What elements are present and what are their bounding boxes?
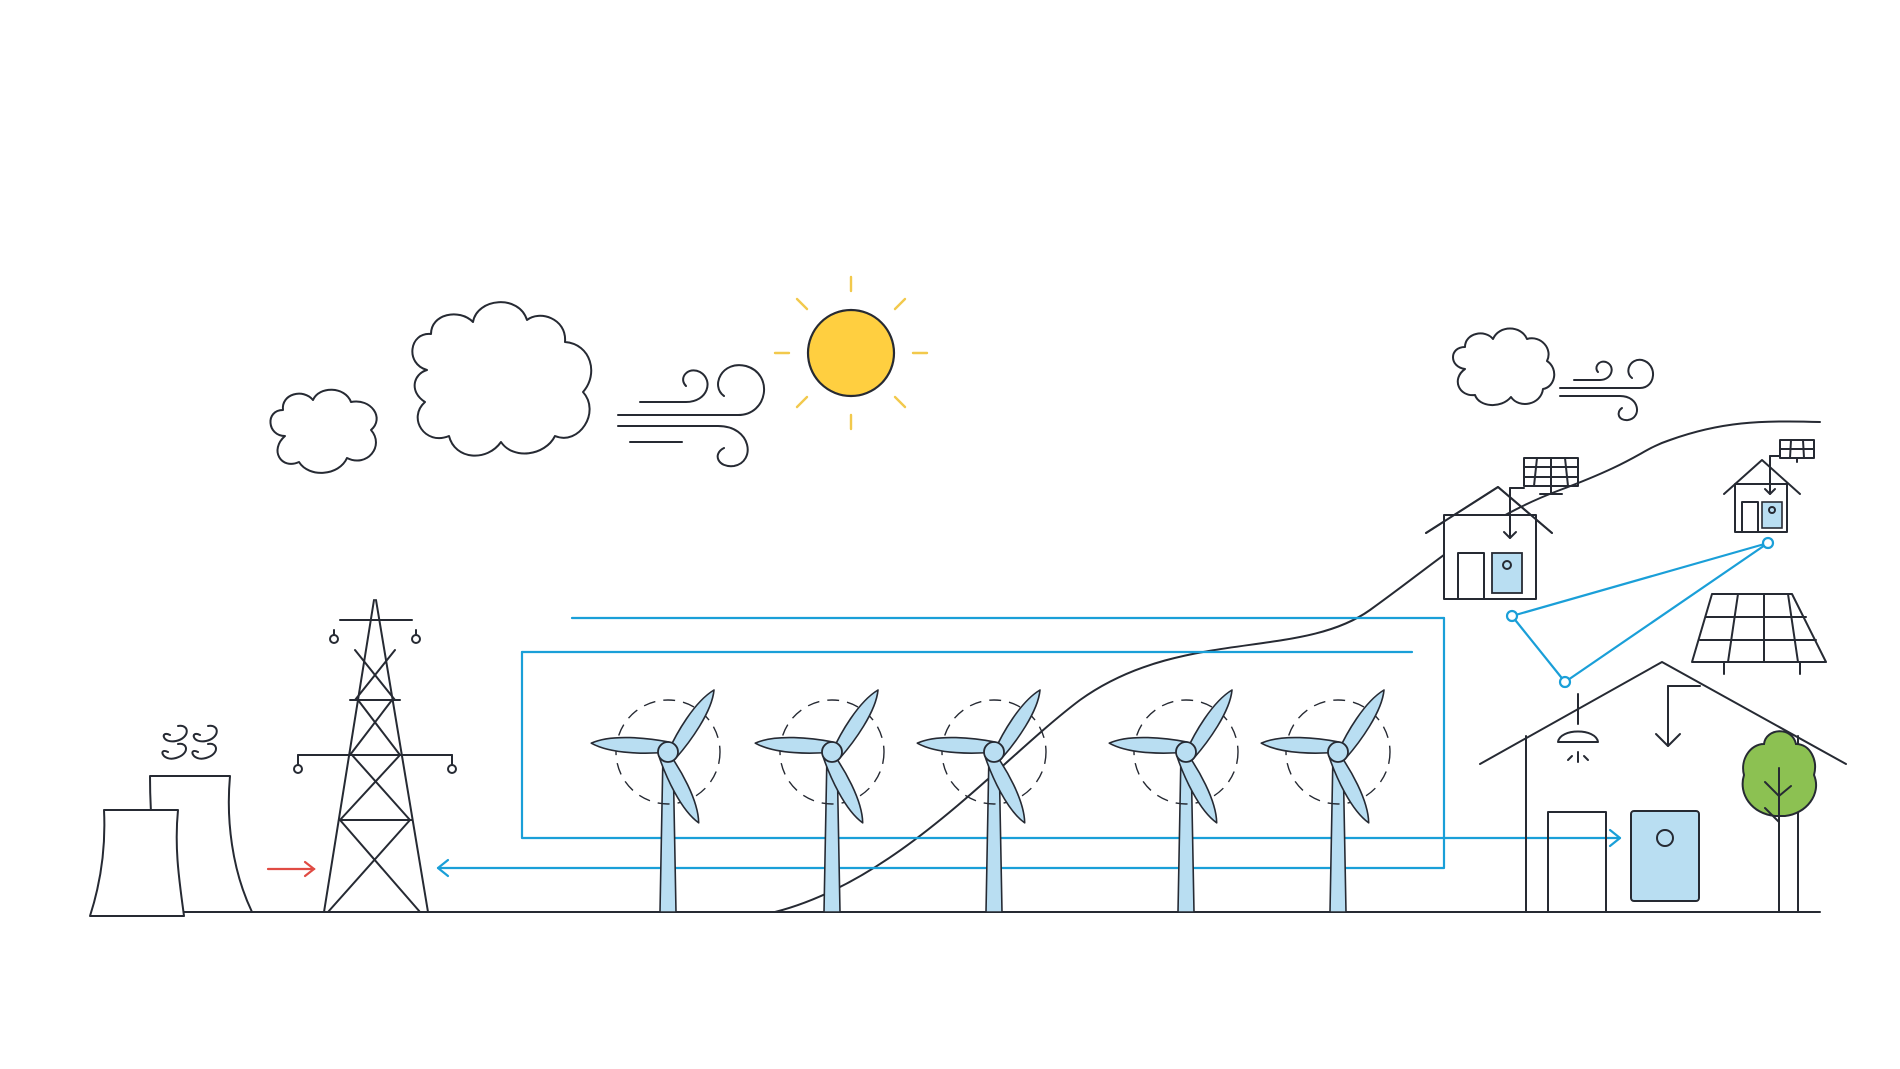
wind-icon bbox=[1559, 358, 1654, 422]
wind-turbine-icon bbox=[1108, 689, 1241, 913]
solar-panel-icon bbox=[1667, 593, 1827, 687]
network-node bbox=[1761, 536, 1775, 550]
small-house-icon bbox=[1723, 455, 1801, 533]
solar-panel-icon bbox=[1509, 457, 1579, 495]
ceiling-lamp-icon bbox=[1557, 693, 1599, 763]
turbine-frame-flow bbox=[520, 650, 1622, 840]
cloud-icon bbox=[269, 388, 378, 474]
sun-icon bbox=[773, 275, 929, 431]
sun-disc bbox=[806, 308, 896, 398]
wind-turbine-icon bbox=[1260, 689, 1393, 913]
cloud-icon bbox=[1452, 327, 1556, 406]
network-node bbox=[1558, 675, 1572, 689]
wind-turbine-icon bbox=[590, 689, 723, 913]
wind-turbine-icon bbox=[916, 689, 1049, 913]
small-house-icon bbox=[1425, 486, 1553, 600]
sun-rays bbox=[773, 275, 929, 431]
tree-icon bbox=[1741, 730, 1817, 913]
solar-panel-icon bbox=[1769, 439, 1815, 463]
home-battery-icon bbox=[1491, 552, 1523, 594]
cloud-icon bbox=[411, 301, 593, 457]
home-battery-icon bbox=[1630, 810, 1700, 902]
transmission-tower-icon bbox=[293, 599, 457, 913]
return-flow-line bbox=[436, 616, 1446, 870]
main-house-icon bbox=[1479, 661, 1847, 913]
network-node bbox=[1505, 609, 1519, 623]
energy-flow-lines bbox=[436, 536, 1775, 878]
wind-icon bbox=[617, 364, 766, 468]
home-battery-icon bbox=[1761, 501, 1783, 529]
microgrid-network bbox=[1510, 541, 1770, 684]
return-flow-arrow-icon bbox=[436, 858, 450, 878]
power-plant-icon bbox=[89, 724, 253, 917]
flow-to-house-arrow-icon bbox=[1608, 828, 1622, 848]
wind-turbines bbox=[590, 689, 1393, 913]
wind-turbine-icon bbox=[754, 689, 887, 913]
grid-input-arrow-icon bbox=[266, 860, 316, 878]
